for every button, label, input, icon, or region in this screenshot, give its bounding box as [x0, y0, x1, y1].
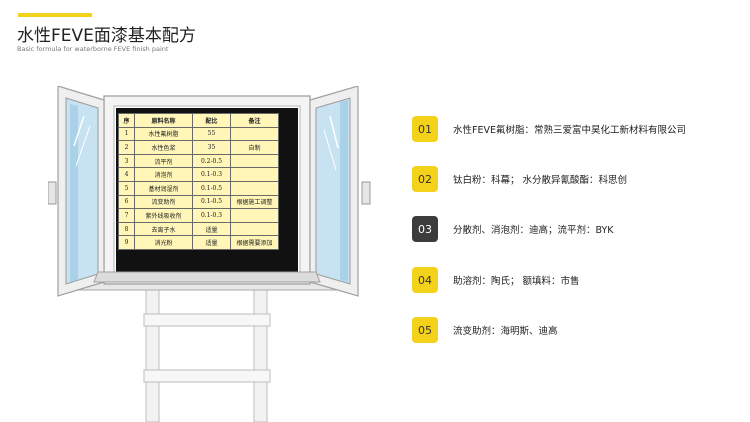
- cell-note: [230, 153, 279, 169]
- cell-material: 水性氟树脂: [134, 126, 193, 142]
- cell-material: 流平剂: [134, 153, 193, 169]
- cell-index: 4: [118, 167, 135, 182]
- list-item-text: 分散剂、消泡剂：迪高；流平剂：BYK: [453, 225, 614, 236]
- cell-material: 水性色浆: [134, 140, 193, 155]
- cell-ratio: 55: [192, 126, 231, 142]
- list-item-text: 助溶剂：陶氏； 额填料：市售: [453, 276, 580, 287]
- col-header-index: 序: [118, 113, 135, 128]
- window-stand: [143, 283, 271, 422]
- cell-ratio: 35: [192, 140, 231, 155]
- cell-index: 6: [118, 194, 135, 210]
- list-item: 04 助溶剂：陶氏； 额填料：市售: [412, 267, 742, 293]
- table-row: 9 消光粉 适量 根据需要添加: [118, 235, 279, 250]
- list-item-text: 水性FEVE氟树脂：常熟三爱富中昊化工新材料有限公司: [453, 125, 686, 136]
- cell-material: 去离子水: [134, 221, 193, 237]
- table-row: 4 消泡剂 0.1-0.3: [118, 167, 279, 182]
- number-badge: 01: [412, 116, 438, 142]
- cell-note: [230, 221, 279, 237]
- title-accent-bar: [18, 13, 92, 17]
- cell-index: 5: [118, 180, 135, 196]
- cell-ratio: 0.2-0.5: [192, 153, 231, 169]
- table-header-row: 序 原料名称 配比 备注: [118, 113, 279, 128]
- list-item: 03 分散剂、消泡剂：迪高；流平剂：BYK: [412, 216, 742, 242]
- number-badge: 02: [412, 166, 438, 192]
- cell-index: 3: [118, 153, 135, 169]
- list-item-text: 钛白粉：科幕； 水分散异氰酸酯：科思创: [453, 175, 628, 186]
- cell-ratio: 0.1-0.5: [192, 180, 231, 196]
- list-item: 05 流变助剂：海明斯、迪高: [412, 317, 742, 343]
- page-subtitle: Basic formula for waterborne FEVE finish…: [17, 45, 169, 53]
- right-sash: [309, 86, 371, 297]
- cell-index: 1: [118, 126, 135, 142]
- col-header-material: 原料名称: [134, 113, 193, 128]
- cell-ratio: 0.1-0.5: [192, 194, 231, 210]
- table-row: 5 基材润湿剂 0.1-0.5: [118, 180, 279, 196]
- list-item-text: 流变助剂：海明斯、迪高: [453, 326, 558, 337]
- cell-note: 根据施工调整: [230, 194, 279, 210]
- number-badge: 05: [412, 317, 438, 343]
- list-item: 01 水性FEVE氟树脂：常熟三爱富中昊化工新材料有限公司: [412, 116, 742, 142]
- table-row: 6 流变助剂 0.1-0.5 根据施工调整: [118, 194, 279, 210]
- left-sash: [48, 86, 105, 297]
- cell-material: 紫外线吸收剂: [134, 208, 193, 223]
- col-header-ratio: 配比: [192, 113, 231, 128]
- cell-note: [230, 126, 279, 142]
- cell-ratio: 适量: [192, 235, 231, 250]
- cell-note: 自制: [230, 140, 279, 155]
- table-row: 7 紫外线吸收剂 0.1-0.3: [118, 208, 279, 223]
- cell-material: 基材润湿剂: [134, 180, 193, 196]
- page-title: 水性FEVE面漆基本配方: [17, 26, 196, 46]
- col-header-note: 备注: [230, 113, 279, 128]
- number-badge: 03: [412, 216, 438, 242]
- formula-table: 序 原料名称 配比 备注 1 水性氟树脂 55 2 水性色浆 35 自制 3 流…: [118, 113, 279, 250]
- cell-index: 9: [118, 235, 135, 250]
- cell-material: 消泡剂: [134, 167, 193, 182]
- list-item: 02 钛白粉：科幕； 水分散异氰酸酯：科思创: [412, 166, 742, 192]
- cell-material: 消光粉: [134, 235, 193, 250]
- cell-index: 2: [118, 140, 135, 155]
- cell-note: [230, 208, 279, 223]
- cell-material: 流变助剂: [134, 194, 193, 210]
- cell-index: 7: [118, 208, 135, 223]
- table-row: 8 去离子水 适量: [118, 221, 279, 237]
- cell-ratio: 0.1-0.3: [192, 208, 231, 223]
- table-row: 1 水性氟树脂 55: [118, 126, 279, 142]
- table-row: 3 流平剂 0.2-0.5: [118, 153, 279, 169]
- table-row: 2 水性色浆 35 自制: [118, 140, 279, 155]
- cell-ratio: 适量: [192, 221, 231, 237]
- cell-index: 8: [118, 221, 135, 237]
- cell-note: [230, 167, 279, 182]
- cell-ratio: 0.1-0.3: [192, 167, 231, 182]
- cell-note: 根据需要添加: [230, 235, 279, 250]
- number-badge: 04: [412, 267, 438, 293]
- cell-note: [230, 180, 279, 196]
